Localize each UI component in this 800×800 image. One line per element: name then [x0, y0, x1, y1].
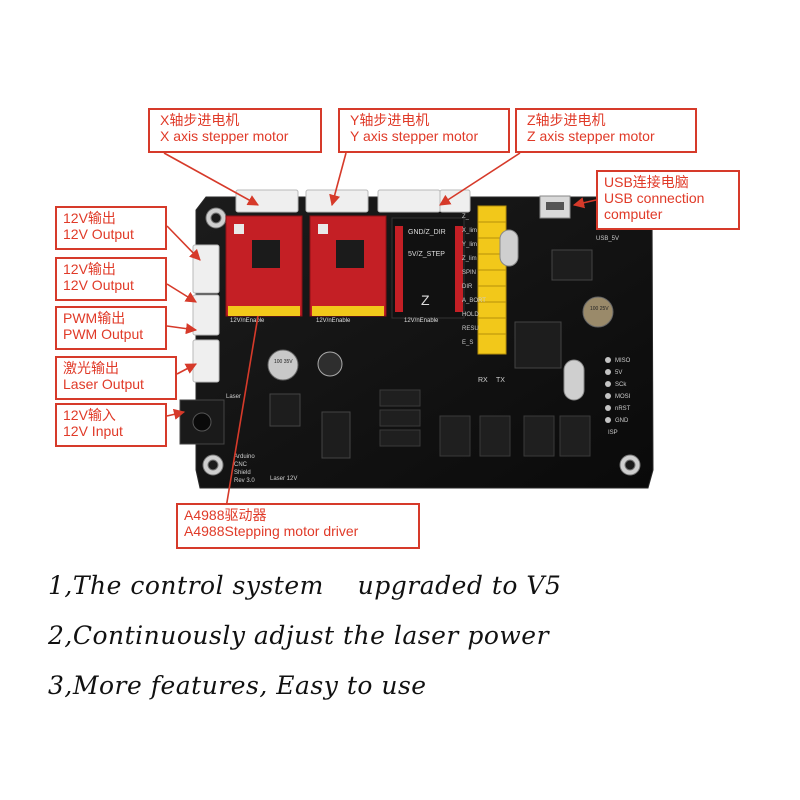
cap1-label: 100 35V: [274, 359, 293, 365]
z-step-label: 5V/Z_STEP: [408, 251, 445, 258]
tx-label: TX: [496, 377, 505, 384]
isp-pin-label: MISO: [615, 358, 631, 364]
callout-12vout2-en: 12V Output: [63, 277, 134, 293]
callout-laser-en: Laser Output: [63, 376, 144, 392]
usb5v-label: USB_5V: [596, 236, 619, 242]
pin-label: Z_: [462, 214, 470, 220]
isp-pin-label: 5V: [615, 370, 622, 376]
side-connectors-left: [192, 244, 220, 383]
isp-pin-label: nRST: [615, 406, 631, 412]
pin-label: SPIN: [462, 270, 476, 276]
callout-12vin-zh: 12V输入: [63, 407, 116, 423]
capacitors: 100 25V 100 35V: [267, 296, 614, 381]
isp-pin-label: GND: [615, 418, 629, 424]
callout-x-motor: X轴步进电机 X axis stepper motor: [148, 108, 322, 153]
callout-12vout1-zh: 12V输出: [63, 210, 116, 226]
feature-item-3: 3,More features, Easy to use: [48, 671, 427, 700]
callout-y-motor: Y轴步进电机 Y axis stepper motor: [338, 108, 510, 153]
small-components: [379, 389, 591, 457]
pin-label: HOLD: [462, 312, 479, 318]
board-name-1: Arduino: [234, 454, 255, 460]
callout-12vin-en: 12V Input: [63, 423, 123, 439]
rx-label: RX: [478, 377, 488, 384]
callout-y-zh: Y轴步进电机: [350, 112, 430, 128]
usb-connector: USB_5V: [539, 195, 619, 242]
callout-usb: USB连接电脑 USB connection computer: [596, 170, 740, 230]
callout-z-en: Z axis stepper motor: [527, 128, 655, 144]
chips: [269, 249, 593, 459]
driver-y-label: 12V/nEnable: [316, 318, 351, 324]
callout-12vout2-zh: 12V输出: [63, 261, 116, 277]
board-name-3: Shield: [234, 470, 251, 476]
driver-x: 12V/nEnable: [225, 215, 303, 324]
callout-pwm-zh: PWM输出: [63, 310, 126, 326]
callout-z-zh: Z轴步进电机: [527, 112, 606, 128]
callout-driver-en: A4988Stepping motor driver: [184, 523, 359, 539]
pin-label: X_lim: [462, 228, 477, 234]
callout-usb-en2: computer: [604, 206, 663, 222]
callout-12vout1-en: 12V Output: [63, 226, 134, 242]
callout-y-en: Y axis stepper motor: [350, 128, 479, 144]
cap2-label: 100 25V: [590, 306, 609, 312]
isp-pin-label: SCk: [615, 382, 627, 388]
callout-x-en: X axis stepper motor: [160, 128, 289, 144]
feature-item-1: 1,The control system upgraded to V5: [48, 571, 562, 600]
callout-lines: [163, 152, 597, 509]
callout-z-motor: Z轴步进电机 Z axis stepper motor: [515, 108, 697, 153]
callout-pwm-output: PWM输出 PWM Output: [55, 306, 167, 350]
board-rev: Rev 3.0: [234, 478, 255, 484]
z-letter: Z: [421, 292, 430, 308]
pin-header: [477, 205, 507, 355]
feature-list: 1,The control system upgraded to V5 2,Co…: [48, 566, 768, 716]
callout-x-zh: X轴步进电机: [160, 112, 240, 128]
isp-header: MISO 5V SCk MOSI nRST GND ISP: [605, 357, 631, 436]
callout-pwm-en: PWM Output: [63, 326, 144, 342]
motor-connectors-top: [235, 189, 471, 213]
crystals: [499, 229, 585, 401]
driver-x-label: 12V/nEnable: [230, 318, 265, 324]
laser12v-label: Laser 12V: [270, 476, 297, 482]
callout-laser-zh: 激光输出: [63, 360, 119, 376]
feature-item-2: 2,Continuously adjust the laser power: [48, 621, 550, 650]
silkscreen: RX TX Laser Laser 12V Arduino CNC Shield…: [226, 377, 505, 484]
driver-z-label: 12V/nEnable: [404, 318, 439, 324]
callout-12v-output-2: 12V输出 12V Output: [55, 257, 167, 301]
callout-12v-output-1: 12V输出 12V Output: [55, 206, 167, 250]
callout-usb-en1: USB connection: [604, 190, 705, 206]
pin-label: Y_lim: [462, 242, 477, 248]
callout-laser-output: 激光输出 Laser Output: [55, 356, 177, 400]
board-diagram: 12V/nEnable 12V/nEnable GND/Z_DIR 5V/Z_S…: [163, 152, 654, 509]
laser-label: Laser: [226, 394, 241, 400]
pin-label: Z_lim: [462, 256, 477, 262]
isp-pin-label: MOSI: [615, 394, 631, 400]
pin-label: RESU: [462, 326, 479, 332]
callout-driver-zh: A4988驱动器: [184, 507, 267, 523]
pin-label: E_S: [462, 340, 473, 346]
pin-labels-left: Z_ X_lim Y_lim Z_lim SPIN DIR A_BORT HOL…: [462, 214, 486, 346]
pin-label: A_BORT: [462, 298, 486, 304]
z-dir-label: GND/Z_DIR: [408, 229, 446, 236]
callout-usb-zh: USB连接电脑: [604, 174, 689, 190]
board-name-2: CNC: [234, 462, 248, 468]
isp-label: ISP: [608, 430, 618, 436]
callout-12v-input: 12V输入 12V Input: [55, 403, 167, 447]
dc-jack: [179, 399, 225, 445]
callout-a4988-driver: A4988驱动器 A4988Stepping motor driver: [176, 503, 420, 549]
driver-y: 12V/nEnable: [309, 215, 387, 324]
driver-z-slot: GND/Z_DIR 5V/Z_STEP Z 12V/nEnable: [391, 217, 465, 324]
pin-label: DIR: [462, 284, 473, 290]
